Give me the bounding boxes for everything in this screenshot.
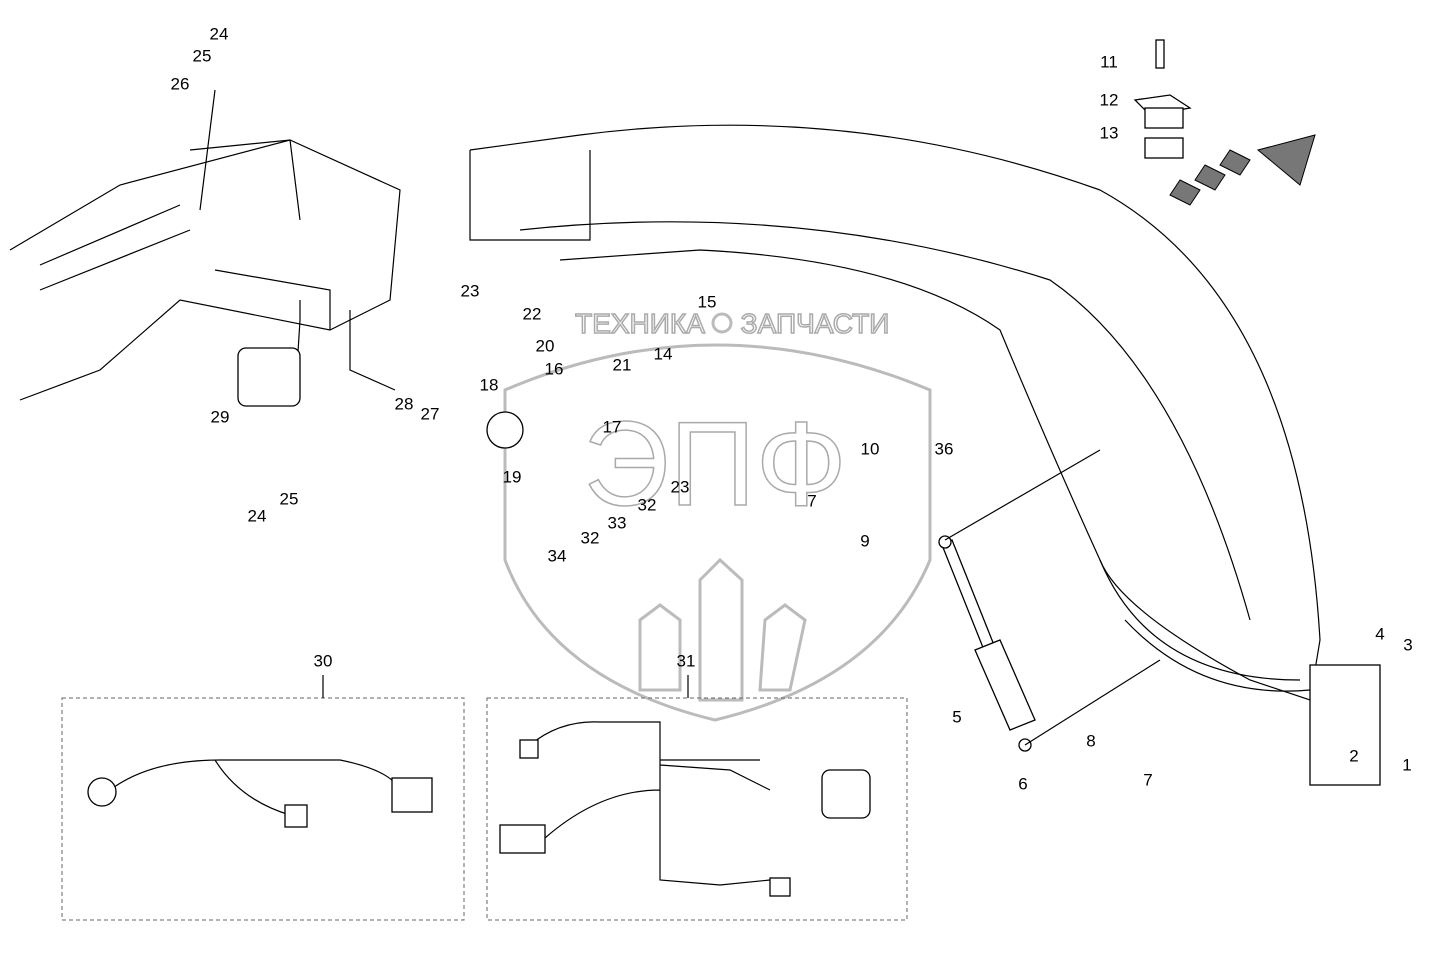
part-label-32: 32 bbox=[638, 495, 657, 514]
part-label-24: 24 bbox=[248, 506, 267, 525]
part-label-10: 10 bbox=[861, 439, 880, 458]
parts-11-13 bbox=[1133, 39, 1192, 159]
part-label-23: 23 bbox=[671, 477, 690, 496]
part-label-9: 9 bbox=[860, 531, 869, 550]
part-label-12: 12 bbox=[1100, 90, 1119, 109]
part-label-15: 15 bbox=[698, 292, 717, 311]
part-label-31: 31 bbox=[677, 651, 696, 670]
lift-arm bbox=[469, 124, 1321, 701]
part-label-22: 22 bbox=[523, 304, 542, 323]
knob-19 bbox=[486, 411, 524, 449]
part-label-6: 6 bbox=[1018, 774, 1027, 793]
part-label-5: 5 bbox=[952, 707, 961, 726]
part-label-7: 7 bbox=[1143, 770, 1152, 789]
part-label-36: 36 bbox=[935, 439, 954, 458]
part-label-27: 27 bbox=[421, 404, 440, 423]
harness-31 bbox=[499, 721, 791, 897]
part-label-3: 3 bbox=[1403, 635, 1412, 654]
lamp-31 bbox=[821, 769, 871, 819]
part-label-24: 24 bbox=[210, 24, 229, 43]
part-label-25: 25 bbox=[280, 489, 299, 508]
part-label-14: 14 bbox=[654, 344, 673, 363]
arrow-left-up-icon bbox=[1169, 134, 1316, 206]
part-label-21: 21 bbox=[613, 355, 632, 374]
gear-icon bbox=[711, 312, 733, 334]
part-label-19: 19 bbox=[503, 467, 522, 486]
plate-1 bbox=[1309, 664, 1381, 786]
part-label-8: 8 bbox=[1086, 731, 1095, 750]
lamp-29 bbox=[237, 347, 301, 407]
part-label-11: 11 bbox=[1100, 52, 1118, 71]
harness-kit-30-box bbox=[61, 697, 465, 921]
part-label-32: 32 bbox=[581, 528, 600, 547]
harness-30 bbox=[87, 759, 433, 828]
part-label-2: 2 bbox=[1349, 746, 1358, 765]
part-label-4: 4 bbox=[1375, 624, 1384, 643]
part-label-1: 1 bbox=[1402, 755, 1411, 774]
part-label-34: 34 bbox=[548, 546, 567, 565]
part-label-25: 25 bbox=[193, 46, 212, 65]
part-label-33: 33 bbox=[608, 513, 627, 532]
part-label-26: 26 bbox=[171, 74, 190, 93]
gas-spring-5 bbox=[938, 449, 1161, 752]
part-label-7: 7 bbox=[807, 491, 816, 510]
frame-left bbox=[9, 89, 401, 401]
harness-kit-31-box bbox=[486, 697, 908, 921]
part-label-23: 23 bbox=[461, 281, 480, 300]
watermark-brand-left: ТЕХНИКА bbox=[575, 308, 705, 339]
part-label-28: 28 bbox=[395, 394, 414, 413]
part-label-20: 20 bbox=[536, 336, 555, 355]
watermark-letters: ЭПФ bbox=[583, 397, 847, 531]
part-label-13: 13 bbox=[1100, 123, 1119, 142]
part-label-18: 18 bbox=[480, 375, 499, 394]
watermark: ЭПФ ТЕХНИКА ЗАПЧАСТИ bbox=[503, 307, 932, 722]
part-label-16: 16 bbox=[545, 359, 564, 378]
watermark-brand-right: ЗАПЧАСТИ bbox=[741, 308, 890, 339]
part-label-30: 30 bbox=[314, 651, 333, 670]
part-label-29: 29 bbox=[211, 407, 230, 426]
part-labels: 2425262928272425232220211514161817192332… bbox=[171, 24, 1413, 793]
part-label-17: 17 bbox=[603, 417, 622, 436]
